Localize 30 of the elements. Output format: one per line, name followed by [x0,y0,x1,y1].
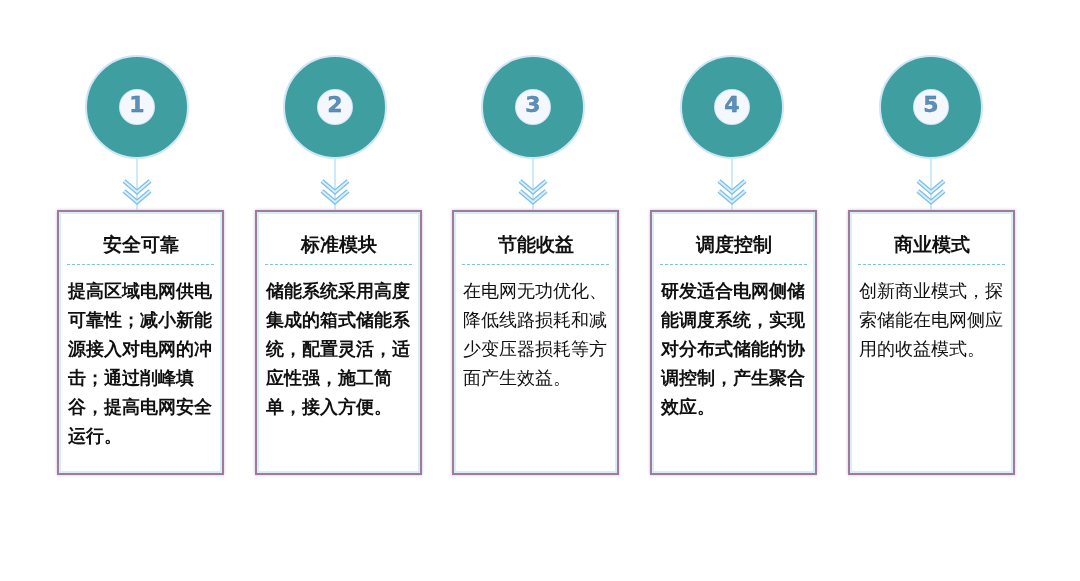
number-ring [879,55,983,159]
chevron-arrow [517,158,549,211]
number-ring [481,55,585,159]
card-text: 在电网无功优化、降低线路损耗和减少变压器损耗等方面产生效益。 [463,279,608,390]
chevron-arrow [915,158,947,211]
step-number: 5 [922,92,940,117]
step-number: 4 [723,92,741,117]
info-card [255,210,422,475]
step-number: 1 [128,92,146,117]
card-heading: 安全可靠 [101,232,180,257]
card-text: 储能系统采用高度集成的箱式储能系统，配置灵活，适应性强，施工简单，接入方便。 [266,279,411,419]
card-text: 研发适合电网侧储能调度系统，实现对分布式储能的协调控制，产生聚合效应。 [661,279,806,419]
number-ring [85,55,189,159]
card-heading: 节能收益 [496,232,575,257]
step-number: 2 [326,92,344,117]
card-text: 创新商业模式，探索储能在电网侧应用的收益模式。 [859,279,1004,361]
info-card [452,210,619,475]
step-number: 3 [524,92,542,117]
number-ring [283,55,387,159]
card-heading: 标准模块 [299,232,378,257]
info-card [57,210,224,475]
card-heading: 调度控制 [694,232,773,257]
chevron-arrow [121,158,153,211]
info-card [848,210,1015,475]
card-heading: 商业模式 [892,232,971,257]
card-text: 提高区域电网供电可靠性；减小新能源接入对电网的冲击；通过削峰填谷，提高电网安全运行。 [68,279,213,448]
info-card [650,210,817,475]
chevron-arrow [319,158,351,211]
chevron-arrow [716,158,748,211]
number-ring [680,55,784,159]
